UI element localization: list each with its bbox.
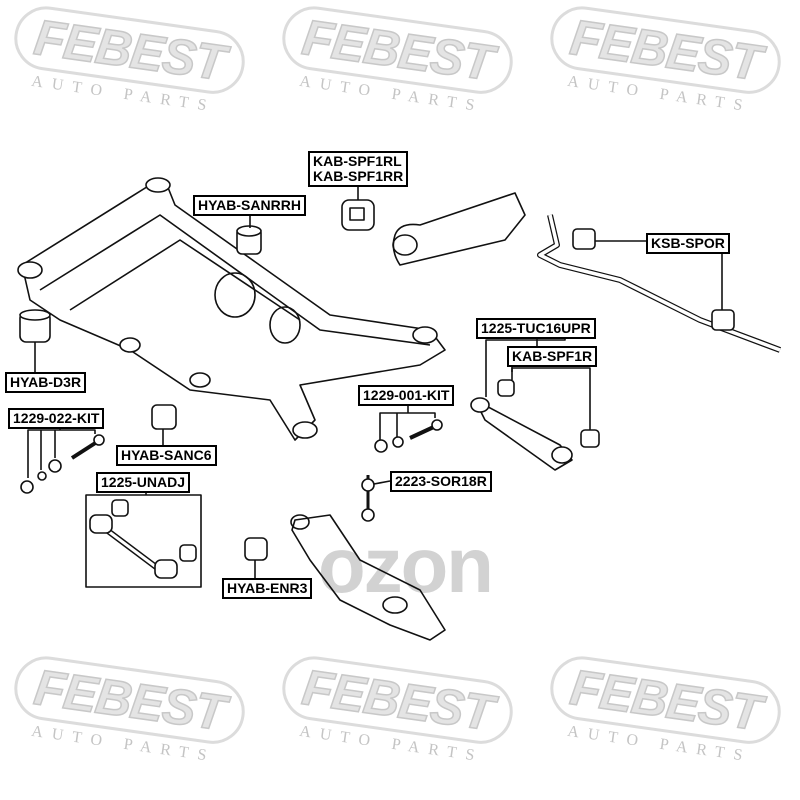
kit-022-drawing (20, 427, 105, 494)
part-label-hyab-enr3[interactable]: HYAB-ENR3 (222, 578, 313, 599)
bushing-spf1rl-drawing (341, 186, 375, 231)
lower-control-arm-drawing (291, 514, 446, 641)
bushing-sanrrh-drawing (236, 215, 262, 255)
part-label-2223-sor18r[interactable]: 2223-SOR18R (390, 471, 492, 492)
part-label-1225-tuc16upr[interactable]: 1225-TUC16UPR (476, 318, 596, 339)
part-label-kab-spf1r[interactable]: KAB-SPF1R (507, 346, 598, 367)
part-label-1229-001-kit[interactable]: 1229-001-KIT (358, 385, 455, 406)
part-number: KAB-SPF1RL (313, 153, 402, 169)
stabilizer-bar-drawing (537, 214, 782, 353)
ozon-logo-watermark: ozon (318, 521, 494, 609)
stabilizer-link-drawing (361, 475, 391, 522)
bushing-d3r-drawing (19, 309, 51, 372)
part-label-hyab-sanrrh[interactable]: HYAB-SANRRH (193, 195, 306, 216)
part-label-hyab-sanc6[interactable]: HYAB-SANC6 (116, 445, 217, 466)
part-label-hyab-d3r[interactable]: HYAB-D3R (5, 372, 87, 393)
kit-001-drawing (374, 404, 443, 453)
unadj-arm-drawing (85, 490, 202, 588)
rear-subframe-drawing (17, 177, 446, 441)
bushing-sanc6-drawing (151, 404, 177, 445)
part-number: KAB-SPF1RR (313, 168, 404, 184)
part-label-ksb-spor[interactable]: KSB-SPOR (646, 233, 730, 254)
bushing-enr3-drawing (244, 537, 268, 578)
part-label-1225-unadj[interactable]: 1225-UNADJ (96, 472, 191, 493)
upper-arm-drawing (392, 192, 526, 266)
part-label-1229-022-kit[interactable]: 1229-022-KIT (8, 408, 105, 429)
tuc16upr-arm-drawing (470, 336, 600, 471)
